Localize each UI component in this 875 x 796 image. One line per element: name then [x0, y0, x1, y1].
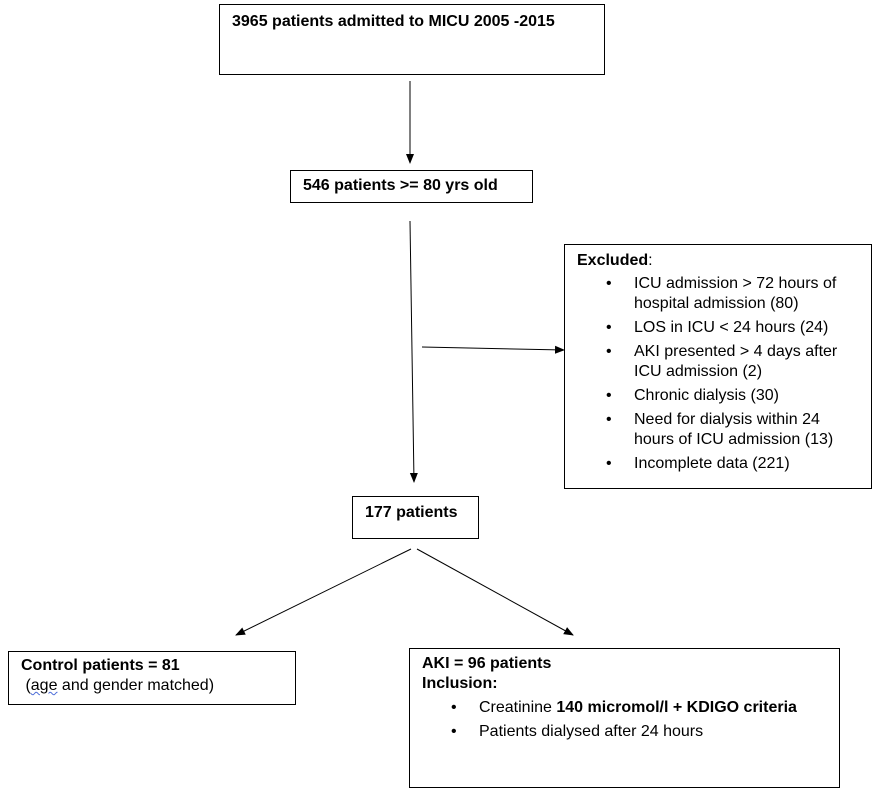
aki-patients-title: AKI = 96 patients — [422, 655, 552, 672]
excluded-item: • LOS in ICU < 24 hours (24) — [577, 318, 859, 338]
bullet-icon: • — [606, 319, 612, 336]
bullet-icon: • — [451, 699, 457, 716]
excluded-title: Excluded: — [577, 251, 859, 271]
excluded-item: • Need for dialysis within 24 hours of IC… — [577, 410, 859, 450]
excluded-item: • ICU admission > 72 hours of hospital ad… — [577, 274, 859, 314]
excluded-item: • Incomplete data (221) — [577, 454, 859, 474]
inclusion-item-plain: Creatinine — [479, 699, 557, 716]
admitted-patients-box: 3965 patients admitted to MICU 2005 -201… — [219, 4, 605, 75]
control-subtitle-prefix: ( — [21, 677, 31, 694]
inclusion-item: • Patients dialysed after 24 hours — [422, 722, 827, 742]
bullet-icon: • — [606, 455, 612, 472]
excluded-title-colon: : — [648, 252, 653, 269]
control-patients-title: Control patients = 81 — [21, 657, 180, 674]
elderly-patients-box: 546 patients >= 80 yrs old — [290, 170, 533, 203]
excluded-box: Excluded: • ICU admission > 72 hours of h… — [564, 244, 872, 489]
bullet-icon: • — [606, 387, 612, 404]
excluded-item: • AKI presented > 4 days after ICU admiss… — [577, 342, 859, 382]
inclusion-item-bold: 140 micromol/l + KDIGO criteria — [556, 699, 797, 716]
bullet-icon: • — [606, 275, 612, 292]
elderly-patients-text: 546 patients >= 80 yrs old — [303, 177, 498, 194]
admitted-patients-text: 3965 patients admitted to MICU 2005 -201… — [232, 13, 555, 30]
arrow-177-to-control — [235, 548, 412, 636]
excluded-item-text: LOS in ICU < 24 hours (24) — [634, 319, 829, 336]
arrow-546-to-177 — [409, 220, 418, 483]
bullet-icon: • — [451, 723, 457, 740]
aki-patients-box: AKI = 96 patients Inclusion: • Creatinine… — [409, 648, 840, 788]
study-patients-box: 177 patients — [352, 496, 479, 539]
arrow-177-to-aki — [416, 548, 574, 636]
inclusion-label: Inclusion: — [422, 675, 498, 692]
bullet-icon: • — [606, 411, 612, 428]
excluded-item-text: Chronic dialysis (30) — [634, 387, 779, 404]
inclusion-item: • Creatinine 140 micromol/l + KDIGO crite… — [422, 698, 827, 718]
excluded-item-text: AKI presented > 4 days after ICU admissi… — [634, 343, 838, 380]
excluded-title-label: Excluded — [577, 252, 649, 269]
excluded-item-text: Need for dialysis within 24 hours of ICU… — [634, 411, 834, 448]
control-patients-box: Control patients = 81 (age and gender ma… — [8, 651, 296, 705]
excluded-item-text: Incomplete data (221) — [634, 455, 790, 472]
excluded-item: • Chronic dialysis (30) — [577, 386, 859, 406]
bullet-icon: • — [606, 343, 612, 360]
inclusion-item-text: Patients dialysed after 24 hours — [479, 723, 704, 740]
arrow-to-excluded — [421, 345, 565, 354]
control-subtitle-age: age — [30, 677, 58, 694]
excluded-item-text: ICU admission > 72 hours of hospital adm… — [634, 275, 837, 312]
excluded-list: • ICU admission > 72 hours of hospital ad… — [577, 274, 859, 474]
control-subtitle-rest: and gender matched) — [57, 677, 215, 694]
study-patients-text: 177 patients — [365, 504, 458, 521]
control-patients-subtitle: (age and gender matched) — [21, 676, 283, 696]
inclusion-list: • Creatinine 140 micromol/l + KDIGO crite… — [422, 698, 827, 742]
